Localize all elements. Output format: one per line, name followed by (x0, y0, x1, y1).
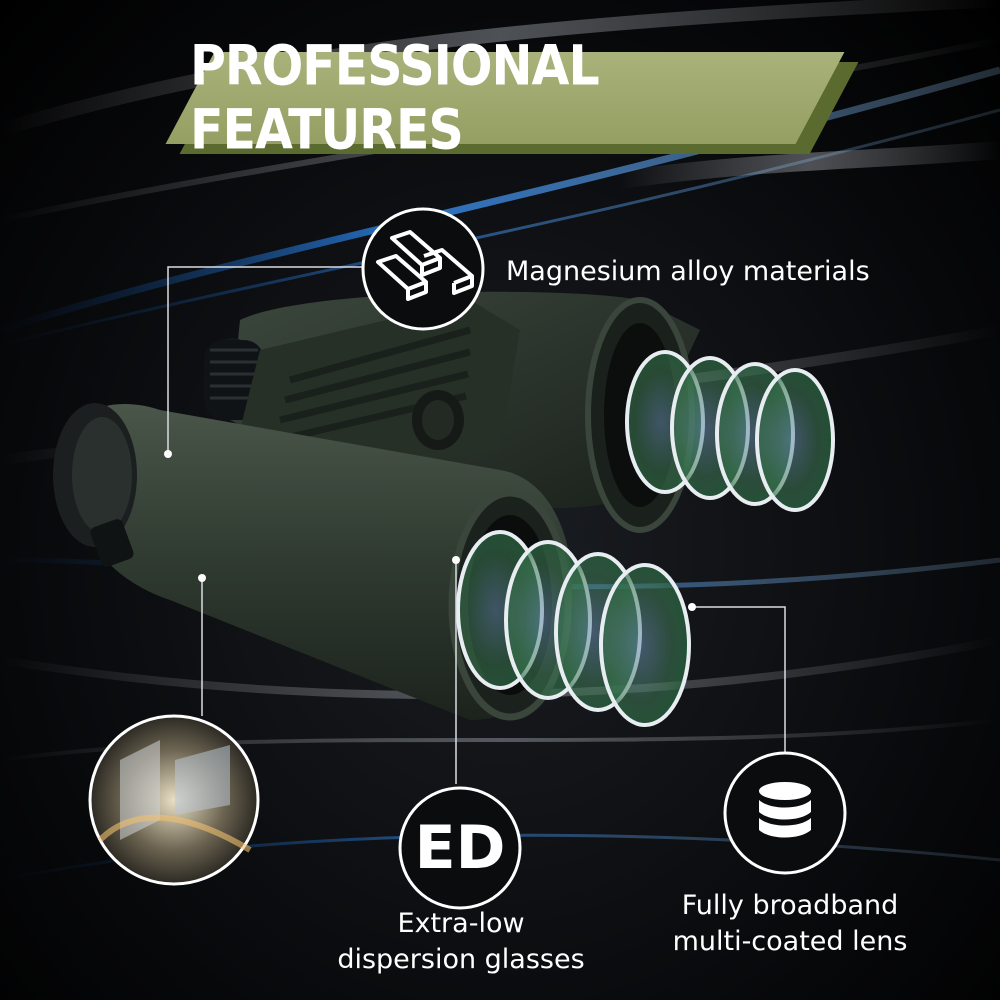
page-title: PROFESSIONAL FEATURES (190, 34, 600, 162)
alloy-bars-icon (361, 207, 485, 331)
ed-glass-label-line2: dispersion glasses (337, 944, 585, 975)
title-banner: PROFESSIONAL FEATURES (165, 34, 859, 162)
multi-coated-lens-label: Fully broadband multi-coated lens (656, 888, 924, 960)
prism-photo-icon (88, 714, 260, 886)
hinge-bridge (240, 300, 520, 480)
ed-badge-text: ED (414, 813, 506, 883)
upper-lens-stack (625, 350, 835, 512)
multi-coated-lens-label-line2: multi-coated lens (672, 926, 908, 957)
lower-lens-stack (456, 530, 691, 727)
ed-badge-circle (398, 786, 522, 910)
ed-glass-label: Extra-low dispersion glasses (330, 906, 592, 978)
magnesium-alloy-label: Magnesium alloy materials (506, 256, 870, 287)
stacked-discs-icon (723, 751, 847, 875)
callout-dots (164, 450, 696, 611)
ed-glass-label-line1: Extra-low (397, 908, 525, 939)
multi-coated-lens-label-line1: Fully broadband (681, 890, 899, 921)
callout-lines (167, 266, 786, 784)
